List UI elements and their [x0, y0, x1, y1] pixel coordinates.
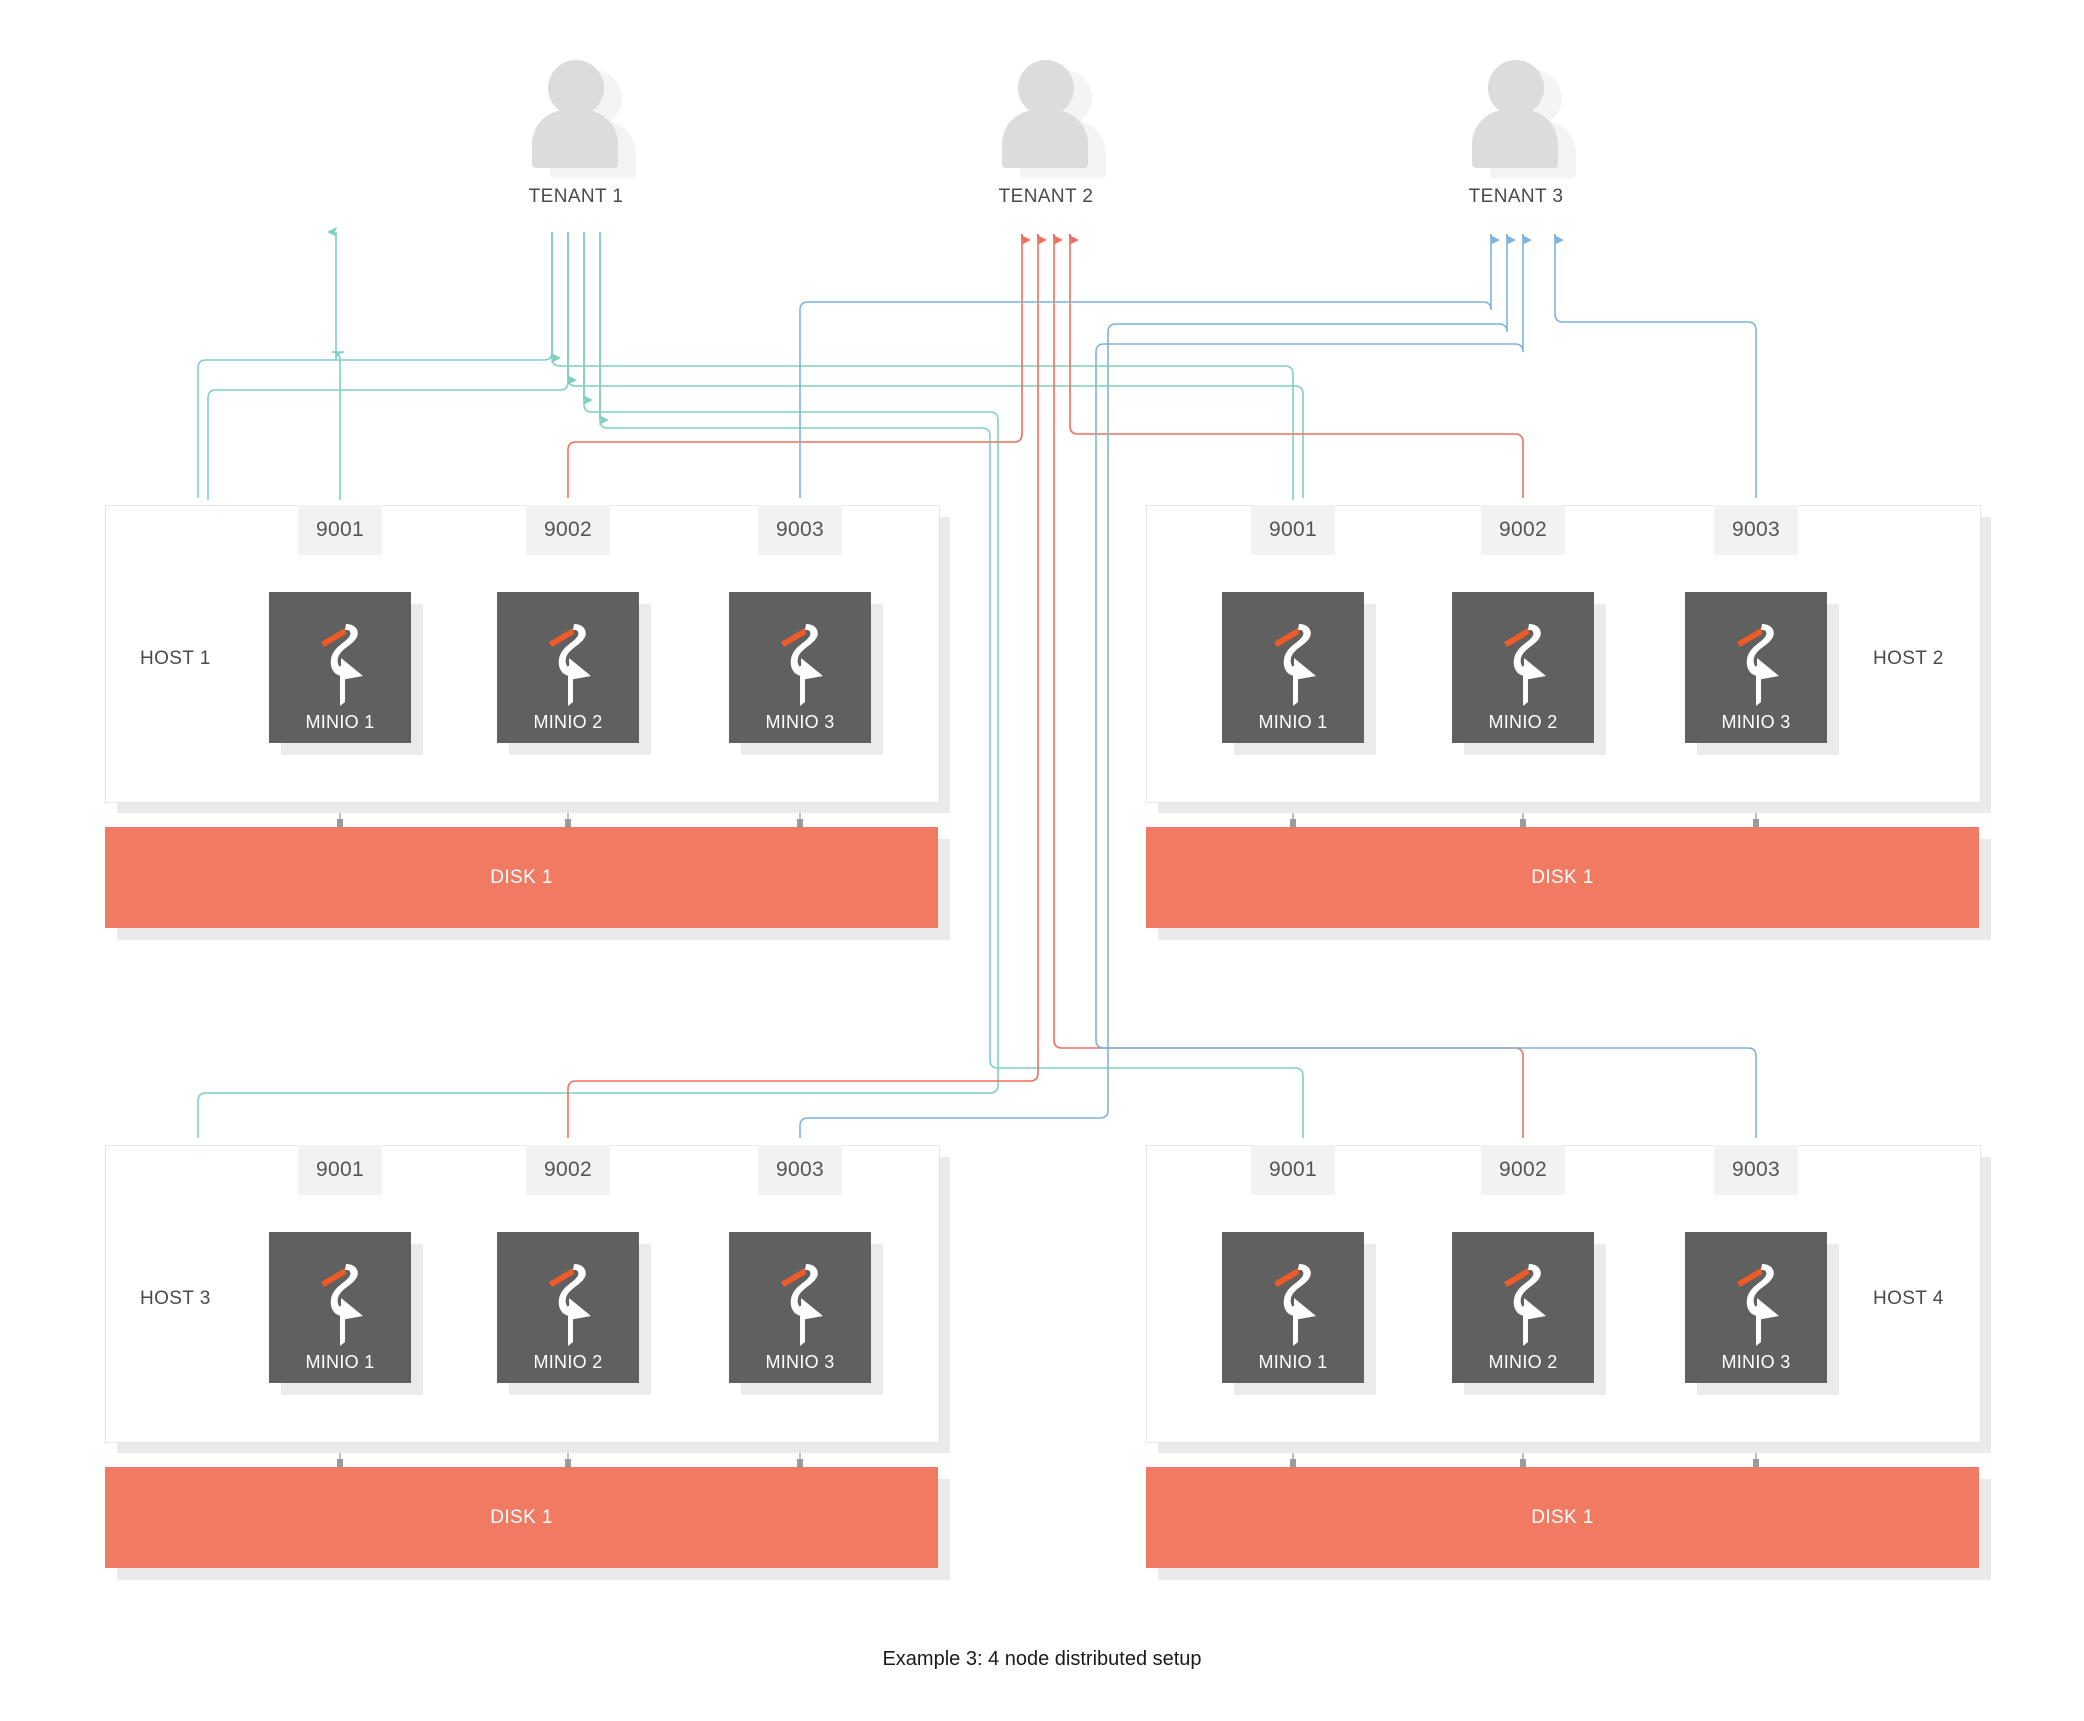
minio-node-label: MINIO 1 [1258, 1352, 1328, 1372]
minio-node-label: MINIO 2 [1488, 712, 1558, 732]
minio-node-label: MINIO 3 [765, 712, 835, 732]
host-2-port-9001: 9001 [1251, 505, 1335, 555]
minio-bird-icon [321, 624, 363, 706]
port-label: 9002 [1499, 1158, 1547, 1181]
minio-bird-icon [1504, 624, 1546, 706]
host-4-port-9002: 9002 [1481, 1145, 1565, 1195]
minio-bird-icon [549, 1264, 591, 1346]
tenant-2[interactable]: TENANT 2 [956, 60, 1136, 208]
host-3-label: HOST 3 [140, 1288, 211, 1309]
host-2-label: HOST 2 [1873, 648, 1944, 669]
port-label: 9001 [1269, 518, 1317, 541]
minio-bird-icon [1737, 624, 1779, 706]
minio-bird-icon [1274, 624, 1316, 706]
host-1-minio-2[interactable]: MINIO 2 [497, 592, 639, 743]
host-2-minio-3[interactable]: MINIO 3 [1685, 592, 1827, 743]
port-label: 9002 [544, 518, 592, 541]
host-4-label: HOST 4 [1873, 1288, 1944, 1309]
host-3-port-9003: 9003 [758, 1145, 842, 1195]
minio-node-label: MINIO 1 [1258, 712, 1328, 732]
minio-bird-icon [549, 624, 591, 706]
host-4-minio-1[interactable]: MINIO 1 [1222, 1232, 1364, 1383]
minio-node-label: MINIO 3 [1721, 1352, 1791, 1372]
minio-node-label: MINIO 3 [765, 1352, 835, 1372]
host-3-minio-2[interactable]: MINIO 2 [497, 1232, 639, 1383]
port-label: 9001 [1269, 1158, 1317, 1181]
minio-node-label: MINIO 2 [533, 712, 603, 732]
host-4-disk: DISK 1 [1146, 1467, 1979, 1568]
minio-node-label: MINIO 3 [1721, 712, 1791, 732]
host-4-port-9003: 9003 [1714, 1145, 1798, 1195]
host-4-minio-3[interactable]: MINIO 3 [1685, 1232, 1827, 1383]
host-1-minio-3[interactable]: MINIO 3 [729, 592, 871, 743]
port-label: 9003 [1732, 1158, 1780, 1181]
port-label: 9002 [1499, 518, 1547, 541]
host-1-disk: DISK 1 [105, 827, 938, 928]
port-label: 9002 [544, 1158, 592, 1181]
tenant-1[interactable]: TENANT 1 [486, 60, 666, 208]
figure-caption: Example 3: 4 node distributed setup [882, 1648, 1202, 1670]
host-3-disk: DISK 1 [105, 1467, 938, 1568]
host-2-port-9002: 9002 [1481, 505, 1565, 555]
disk-label: DISK 1 [490, 866, 553, 888]
minio-node-label: MINIO 1 [305, 712, 375, 732]
host-1-label: HOST 1 [140, 648, 211, 669]
port-label: 9003 [1732, 518, 1780, 541]
host-3-port-9002: 9002 [526, 1145, 610, 1195]
disk-label: DISK 1 [1531, 1506, 1594, 1528]
host-2-minio-2[interactable]: MINIO 2 [1452, 592, 1594, 743]
minio-bird-icon [321, 1264, 363, 1346]
host-1-minio-1[interactable]: MINIO 1 [269, 592, 411, 743]
minio-bird-icon [781, 1264, 823, 1346]
host-1-port-9001: 9001 [298, 505, 382, 555]
minio-node-label: MINIO 2 [1488, 1352, 1558, 1372]
port-label: 9001 [316, 518, 364, 541]
tenant-3[interactable]: TENANT 3 [1426, 60, 1606, 208]
tenant-label: TENANT 2 [998, 186, 1094, 207]
host-1-port-9002: 9002 [526, 505, 610, 555]
port-label: 9001 [316, 1158, 364, 1181]
disk-label: DISK 1 [1531, 866, 1594, 888]
port-label: 9003 [776, 1158, 824, 1181]
host-2-port-9003: 9003 [1714, 505, 1798, 555]
host-4-minio-2[interactable]: MINIO 2 [1452, 1232, 1594, 1383]
tenant-label: TENANT 1 [528, 186, 624, 207]
host-2-minio-1[interactable]: MINIO 1 [1222, 592, 1364, 743]
host-2-disk: DISK 1 [1146, 827, 1979, 928]
user-icon [528, 60, 636, 178]
minio-node-label: MINIO 1 [305, 1352, 375, 1372]
disk-label: DISK 1 [490, 1506, 553, 1528]
minio-node-label: MINIO 2 [533, 1352, 603, 1372]
host-3-minio-3[interactable]: MINIO 3 [729, 1232, 871, 1383]
minio-bird-icon [1737, 1264, 1779, 1346]
minio-bird-icon [1274, 1264, 1316, 1346]
host-4-port-9001: 9001 [1251, 1145, 1335, 1195]
tenant-label: TENANT 3 [1468, 186, 1564, 207]
minio-bird-icon [1504, 1264, 1546, 1346]
user-icon [1468, 60, 1576, 178]
minio-bird-icon [781, 624, 823, 706]
port-label: 9003 [776, 518, 824, 541]
host-3-minio-1[interactable]: MINIO 1 [269, 1232, 411, 1383]
host-1-port-9003: 9003 [758, 505, 842, 555]
host-3-port-9001: 9001 [298, 1145, 382, 1195]
user-icon [998, 60, 1106, 178]
